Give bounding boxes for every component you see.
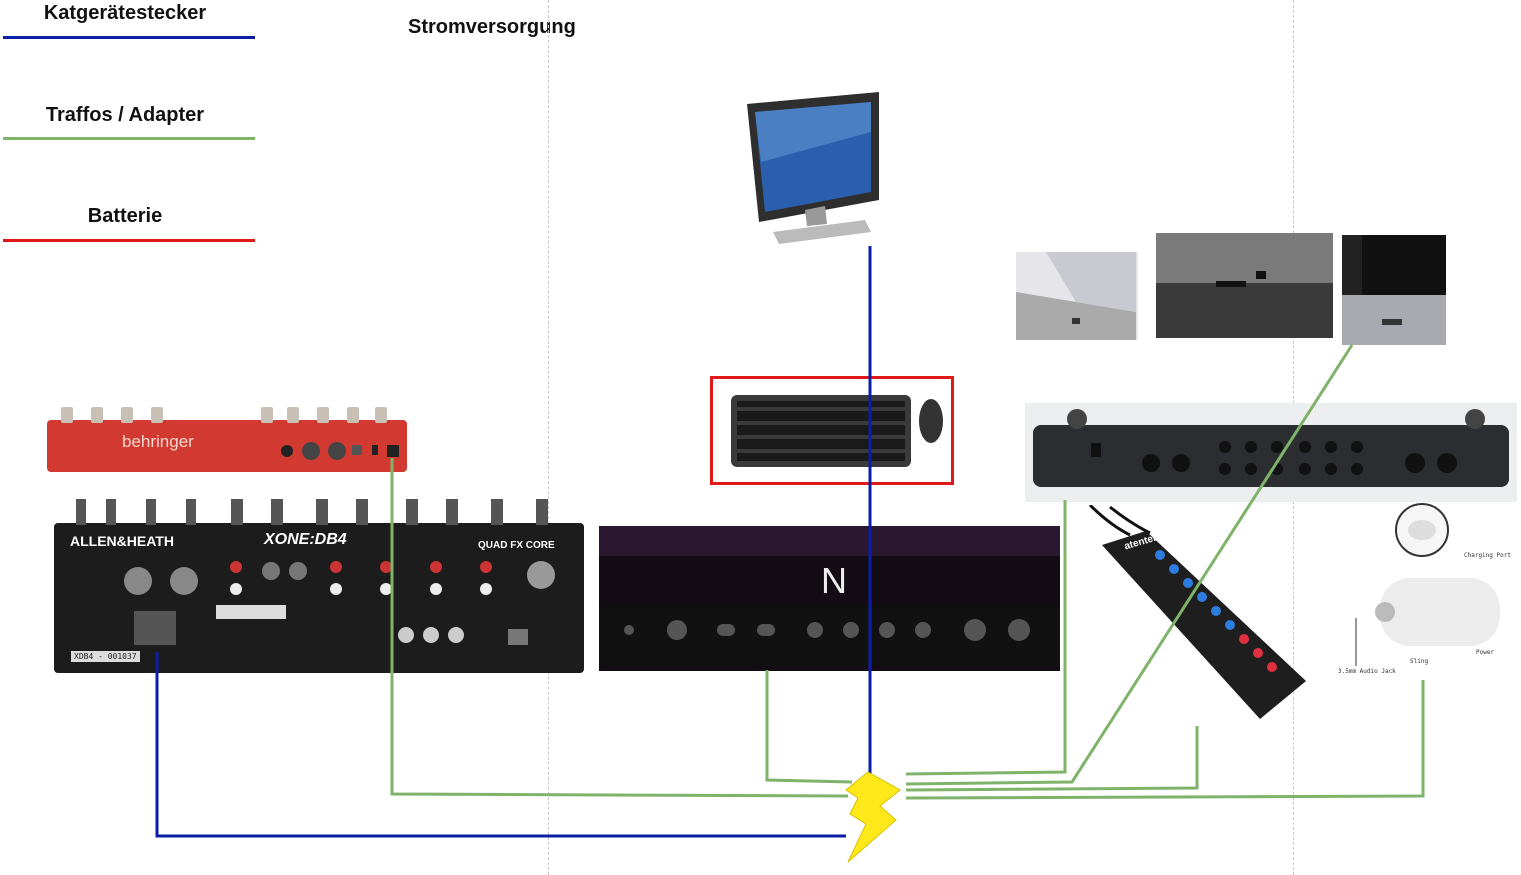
usb-hub-image: atenter	[1080, 505, 1310, 723]
wire-mixer-iec	[155, 652, 846, 838]
wire-usbhub-adapter	[905, 726, 1199, 792]
wire-interface-adapter	[905, 500, 1067, 776]
legend-label-katgeraetestecker: Katgerätestecker	[43, 2, 207, 24]
ni-controller-image: N	[599, 526, 1060, 671]
laptop-image-3	[1342, 235, 1446, 345]
wire-controller-adapter	[765, 670, 853, 784]
ni-logo-label: N	[821, 560, 847, 601]
speaker-charging-port-label: Charging Port	[1464, 552, 1511, 559]
legend-line-blue	[3, 36, 255, 39]
mixer-serial-label: XDB4 - 001037	[71, 651, 140, 662]
mixer-brand-label: ALLEN&HEATH	[70, 533, 174, 549]
wire-laptop-adapter	[905, 344, 1354, 786]
speaker-power-label: Power	[1476, 649, 1495, 656]
keyboard-mouse-image	[710, 376, 954, 485]
wire-speaker-adapter	[905, 680, 1425, 800]
monitor-image	[745, 92, 883, 244]
legend-line-red	[3, 239, 255, 242]
mixer-sub-label: QUAD FX CORE	[478, 540, 555, 551]
allen-heath-mixer-image: ALLEN&HEATH XONE:DB4 QUAD FX CORE XDB4 -…	[46, 495, 591, 680]
legend-line-green	[3, 137, 255, 140]
behringer-synth-image: behringer	[47, 405, 409, 473]
column-divider	[548, 0, 549, 875]
legend-label-traffos: Traffos / Adapter	[45, 104, 205, 126]
speaker-sling-label: Sling	[1410, 658, 1429, 665]
behringer-brand-label: behringer	[122, 432, 194, 451]
laptop-image-1	[1016, 252, 1138, 340]
legend-label-batterie: Batterie	[87, 205, 163, 227]
power-lightning-icon	[845, 771, 901, 863]
diagram-title: Stromversorgung	[408, 16, 576, 38]
laptop-image-2	[1156, 233, 1333, 338]
wire-synth-adapter	[390, 458, 849, 798]
speaker-image: Charging Port 3.5mm Audio Jack Sling Pow…	[1330, 500, 1520, 680]
speaker-audio-jack-label: 3.5mm Audio Jack	[1338, 668, 1396, 675]
audio-interface-image	[1025, 403, 1517, 502]
mixer-model-label: XONE:DB4	[264, 531, 347, 548]
